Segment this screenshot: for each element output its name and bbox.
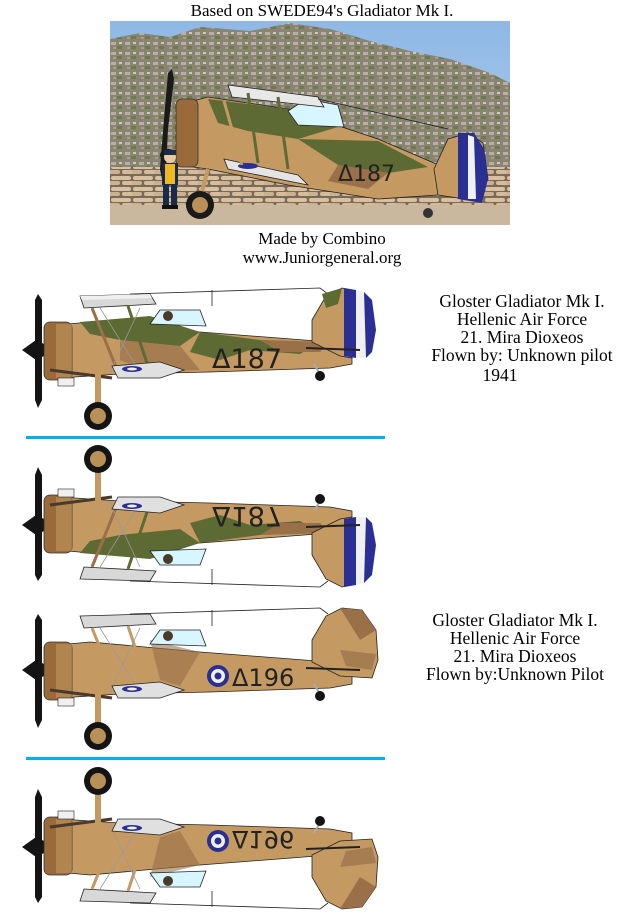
caption-2-pilot: Flown by:Unknown Pilot	[426, 664, 604, 684]
caption-1-pilot: Flown by: Unknown pilot	[431, 345, 613, 365]
photo-serial: Δ187	[338, 162, 395, 187]
crewman-figure	[162, 150, 178, 209]
caption-1-model: Gloster Gladiator Mk I.	[439, 291, 605, 311]
plane-1-serial: Δ187	[212, 344, 282, 375]
miniature-1-side-right: Δ187	[0, 440, 400, 600]
plane-2-flipped: Δ196	[22, 767, 379, 910]
caption-2-air-force: Hellenic Air Force	[449, 628, 581, 648]
plane-2-serial: Δ196	[232, 664, 294, 692]
photo-plane: Δ187	[160, 69, 489, 219]
miniature-2-side-left: Δ196	[0, 600, 400, 755]
fold-line-1	[26, 436, 385, 439]
caption-1-squadron: 21. Mira Dioxeos	[460, 327, 584, 347]
caption-2-squadron: 21. Mira Dioxeos	[453, 646, 577, 666]
plane-1-serial-mirrored: Δ187	[212, 500, 282, 531]
caption-2-model: Gloster Gladiator Mk I.	[432, 610, 598, 630]
caption-2: Gloster Gladiator Mk I. Hellenic Air For…	[404, 611, 626, 684]
caption-1-air-force: Hellenic Air Force	[456, 309, 588, 329]
plane-2-serial-mirrored: Δ196	[232, 825, 294, 853]
miniature-2-side-right: Δ196	[0, 762, 400, 922]
miniature-1-side-left: Δ187	[0, 280, 400, 435]
plane-2-upright: Δ196	[22, 607, 379, 750]
reference-photo: Δ187	[110, 21, 510, 225]
credit-line: Based on SWEDE94's Gladiator Mk I.	[190, 1, 454, 20]
photo-illustration: Δ187	[110, 21, 510, 225]
plane-1-flipped: Δ187	[22, 445, 376, 588]
fold-line-2	[26, 757, 385, 760]
made-by-label: Made by Combino	[258, 229, 386, 248]
website-label: www.Juniorgeneral.org	[242, 248, 402, 267]
plane-1-upright: Δ187	[22, 287, 376, 430]
caption-1-year: 1941	[482, 365, 518, 385]
caption-1: Gloster Gladiator Mk I. Hellenic Air For…	[408, 292, 636, 385]
